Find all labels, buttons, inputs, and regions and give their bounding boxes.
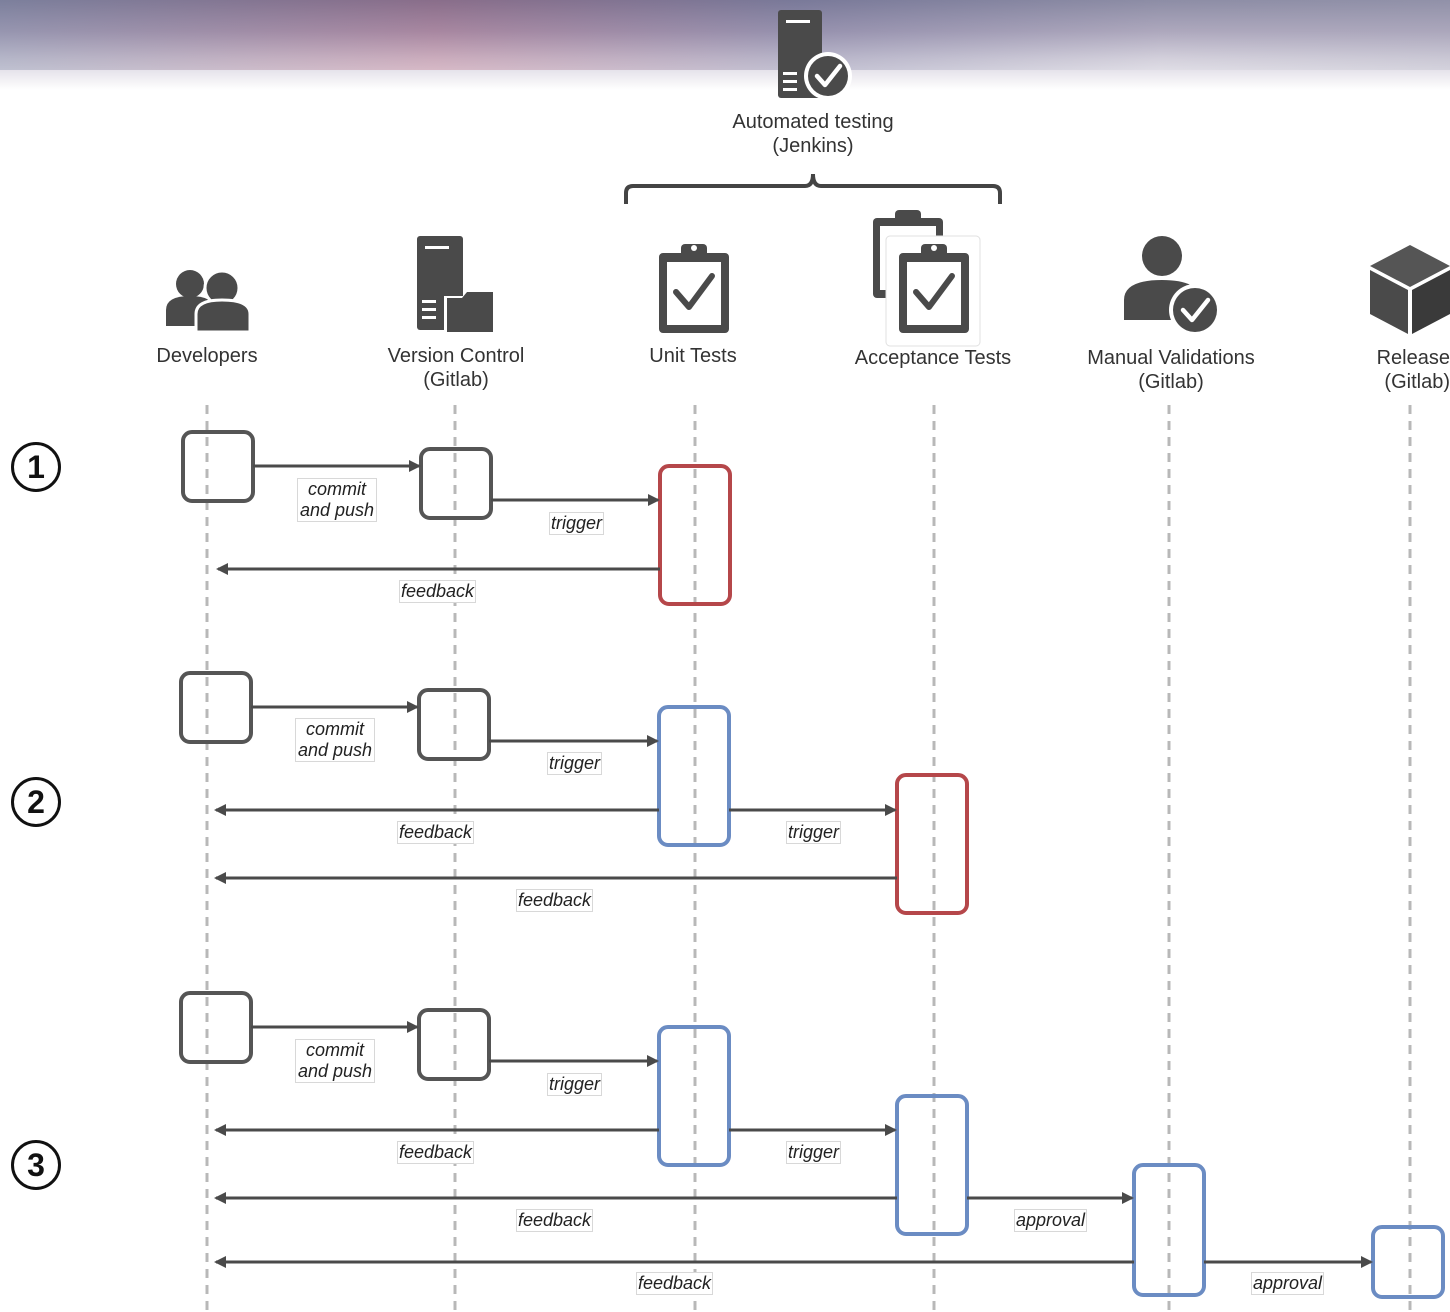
- users-icon: [166, 269, 252, 334]
- push-text: and push: [299, 500, 375, 520]
- activation-unit-tests-3: [657, 1025, 731, 1167]
- activation-vcs-2: [417, 688, 491, 761]
- label-trigger-2: trigger: [547, 752, 603, 775]
- actor-name: Version Control: [387, 345, 525, 367]
- header-banner-image: [0, 0, 1450, 90]
- clipboard-check-icon: [659, 244, 729, 333]
- actor-manual-validations-label: Manual Validations (Gitlab): [1071, 346, 1271, 394]
- actor-name: Unit Tests: [649, 345, 737, 367]
- activation-vcs-1: [419, 447, 493, 520]
- package-box-icon: [1370, 245, 1450, 334]
- commit-text: commit: [306, 1040, 364, 1060]
- activation-vcs-3: [417, 1008, 491, 1081]
- step-3-badge: 3: [11, 1140, 61, 1190]
- stacked-clipboards-icon: [873, 210, 981, 347]
- step-2-badge: 2: [11, 777, 61, 827]
- actor-unit-tests-label: Unit Tests: [613, 344, 773, 368]
- messages: [214, 460, 1373, 1268]
- actor-name: Developers: [156, 345, 258, 367]
- commit-text: commit: [306, 719, 364, 739]
- user-check-icon: [1124, 236, 1221, 336]
- actor-subtitle: (Gitlab): [1138, 371, 1204, 393]
- automated-testing-brace: [624, 173, 1002, 204]
- label-feedback-2a: feedback: [397, 821, 475, 844]
- activation-acceptance-tests-3: [895, 1094, 969, 1236]
- actor-name: Release: [1376, 347, 1450, 369]
- label-commit-3: commit and push: [295, 1039, 375, 1083]
- push-text: and push: [297, 740, 373, 760]
- activation-developers-3: [179, 991, 253, 1064]
- activation-release-3: [1371, 1225, 1445, 1299]
- server-folder-icon: [417, 236, 496, 334]
- actor-developers-label: Developers: [127, 344, 287, 368]
- label-feedback-1: feedback: [399, 580, 477, 603]
- push-text: and push: [297, 1061, 373, 1081]
- activation-developers-1: [181, 430, 255, 503]
- activation-manual-validations-3: [1132, 1163, 1206, 1297]
- label-feedback-3b: feedback: [516, 1209, 594, 1232]
- automated-testing-label: Automated testing (Jenkins): [713, 110, 913, 158]
- label-feedback-3c: feedback: [636, 1272, 714, 1295]
- actor-name: Acceptance Tests: [854, 347, 1012, 369]
- commit-text: commit: [308, 479, 366, 499]
- label-trigger-1: trigger: [549, 512, 605, 535]
- activation-unit-tests-2: [657, 705, 731, 847]
- activation-acceptance-tests-2: [895, 773, 969, 915]
- activation-unit-tests-1: [658, 464, 732, 606]
- label-commit-2: commit and push: [295, 718, 375, 762]
- label-trigger-2b: trigger: [786, 821, 842, 844]
- header-banner-tint: [0, 0, 1450, 70]
- server-check-icon: [778, 10, 852, 100]
- lifelines: [205, 405, 1412, 1312]
- group-title-line2: (Jenkins): [772, 135, 854, 157]
- label-trigger-3b: trigger: [786, 1141, 842, 1164]
- activation-developers-2: [179, 671, 253, 744]
- label-approval-3b: approval: [1251, 1272, 1325, 1295]
- label-commit-1: commit and push: [297, 478, 377, 522]
- label-approval-3a: approval: [1014, 1209, 1088, 1232]
- actor-subtitle: (Gitlab): [1384, 371, 1450, 393]
- activations: [179, 430, 1445, 1299]
- step-1-badge: 1: [11, 442, 61, 492]
- label-feedback-2b: feedback: [516, 889, 594, 912]
- group-title-line1: Automated testing: [732, 111, 894, 133]
- actor-release-label: Release (Gitlab): [1360, 346, 1450, 394]
- actor-subtitle: (Gitlab): [423, 369, 489, 391]
- label-feedback-3a: feedback: [397, 1141, 475, 1164]
- actor-version-control-label: Version Control (Gitlab): [366, 344, 546, 392]
- actor-acceptance-tests-label: Acceptance Tests: [833, 346, 1033, 370]
- actor-name: Manual Validations: [1087, 347, 1255, 369]
- label-trigger-3: trigger: [547, 1073, 603, 1096]
